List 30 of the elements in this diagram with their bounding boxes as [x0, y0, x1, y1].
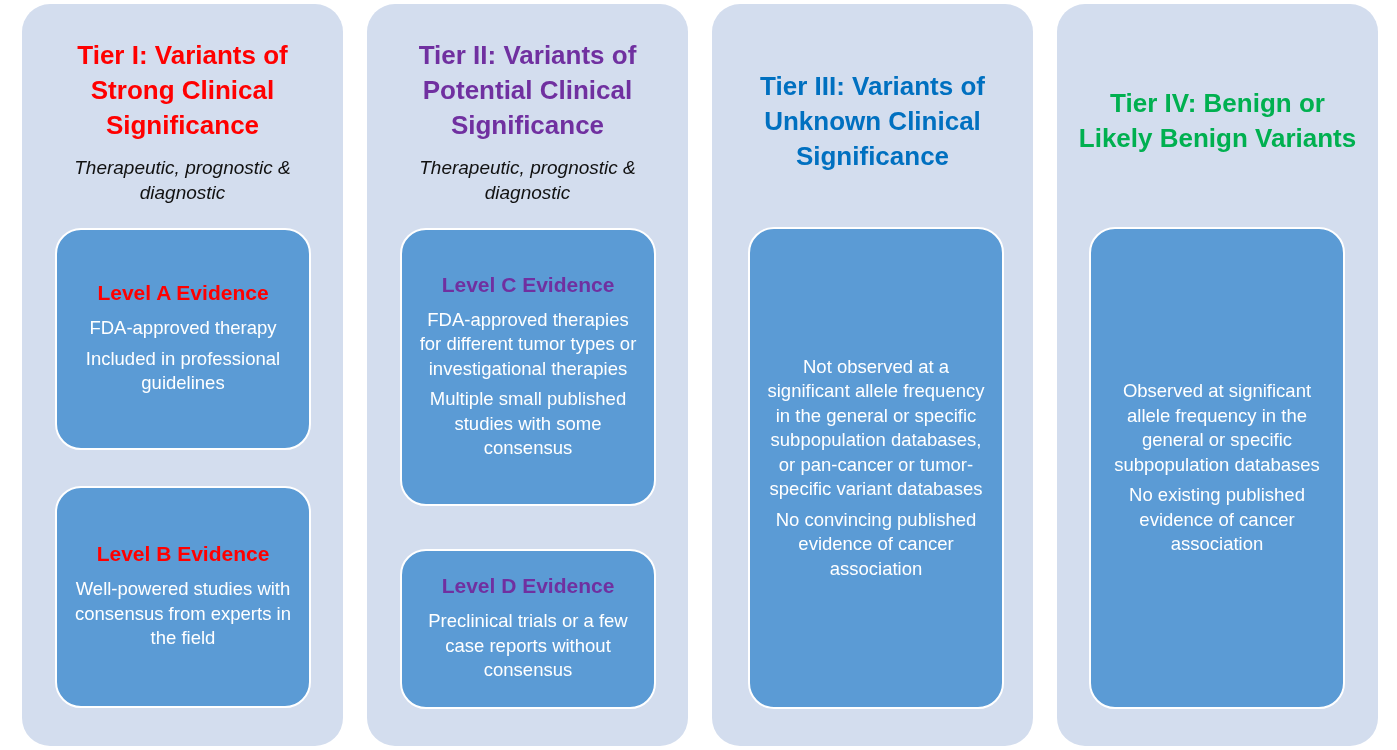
description-text: Preclinical trials or a few case reports without consensus	[427, 609, 629, 683]
description-text: No existing published evidence of cancer association	[1128, 483, 1306, 557]
level-heading: Level C Evidence	[441, 271, 615, 298]
tier-panel	[367, 4, 688, 746]
tier-heading: Tier II: Variants of Potential Clinical Significance	[417, 38, 638, 142]
tier-heading: Tier III: Variants of Unknown Clinical Significance	[759, 69, 986, 173]
description-text: Multiple small published studies with some consensus	[428, 387, 628, 460]
evidence-box	[1089, 227, 1345, 709]
tier-panel	[22, 4, 343, 746]
description-text: FDA-approved therapy	[89, 316, 277, 341]
description-text: Observed at significant allele frequency in the general or specific subpopulation databases	[1113, 379, 1321, 477]
tier-subtitle: Therapeutic, prognostic & diagnostic	[73, 155, 292, 205]
description-text: Included in professional guidelines	[84, 346, 282, 396]
tier-panel	[1057, 4, 1378, 746]
level-heading: Level D Evidence	[441, 573, 615, 600]
evidence-box	[748, 227, 1004, 709]
evidence-box	[55, 486, 311, 708]
description-text: Not observed at a significant allele frequency in the general or specific subpopulation databases, or pan-cancer or tumor-specific variant databases	[766, 354, 986, 502]
level-heading: Level B Evidence	[96, 541, 270, 568]
description-text: FDA-approved therapies for different tumor types or investigational therapies	[418, 307, 638, 381]
tier-subtitle: Therapeutic, prognostic & diagnostic	[418, 155, 637, 205]
description-text: No convincing published evidence of cancer association	[774, 507, 978, 581]
evidence-box	[400, 228, 656, 506]
tier-heading: Tier IV: Benign or Likely Benign Variants	[1077, 87, 1358, 155]
evidence-box	[55, 228, 311, 450]
tier-panel	[712, 4, 1033, 746]
description-text: Well-powered studies with consensus from experts in the field	[74, 577, 292, 651]
evidence-box	[400, 549, 656, 709]
tier-heading: Tier I: Variants of Strong Clinical Significance	[76, 38, 289, 142]
level-heading: Level A Evidence	[97, 280, 269, 307]
